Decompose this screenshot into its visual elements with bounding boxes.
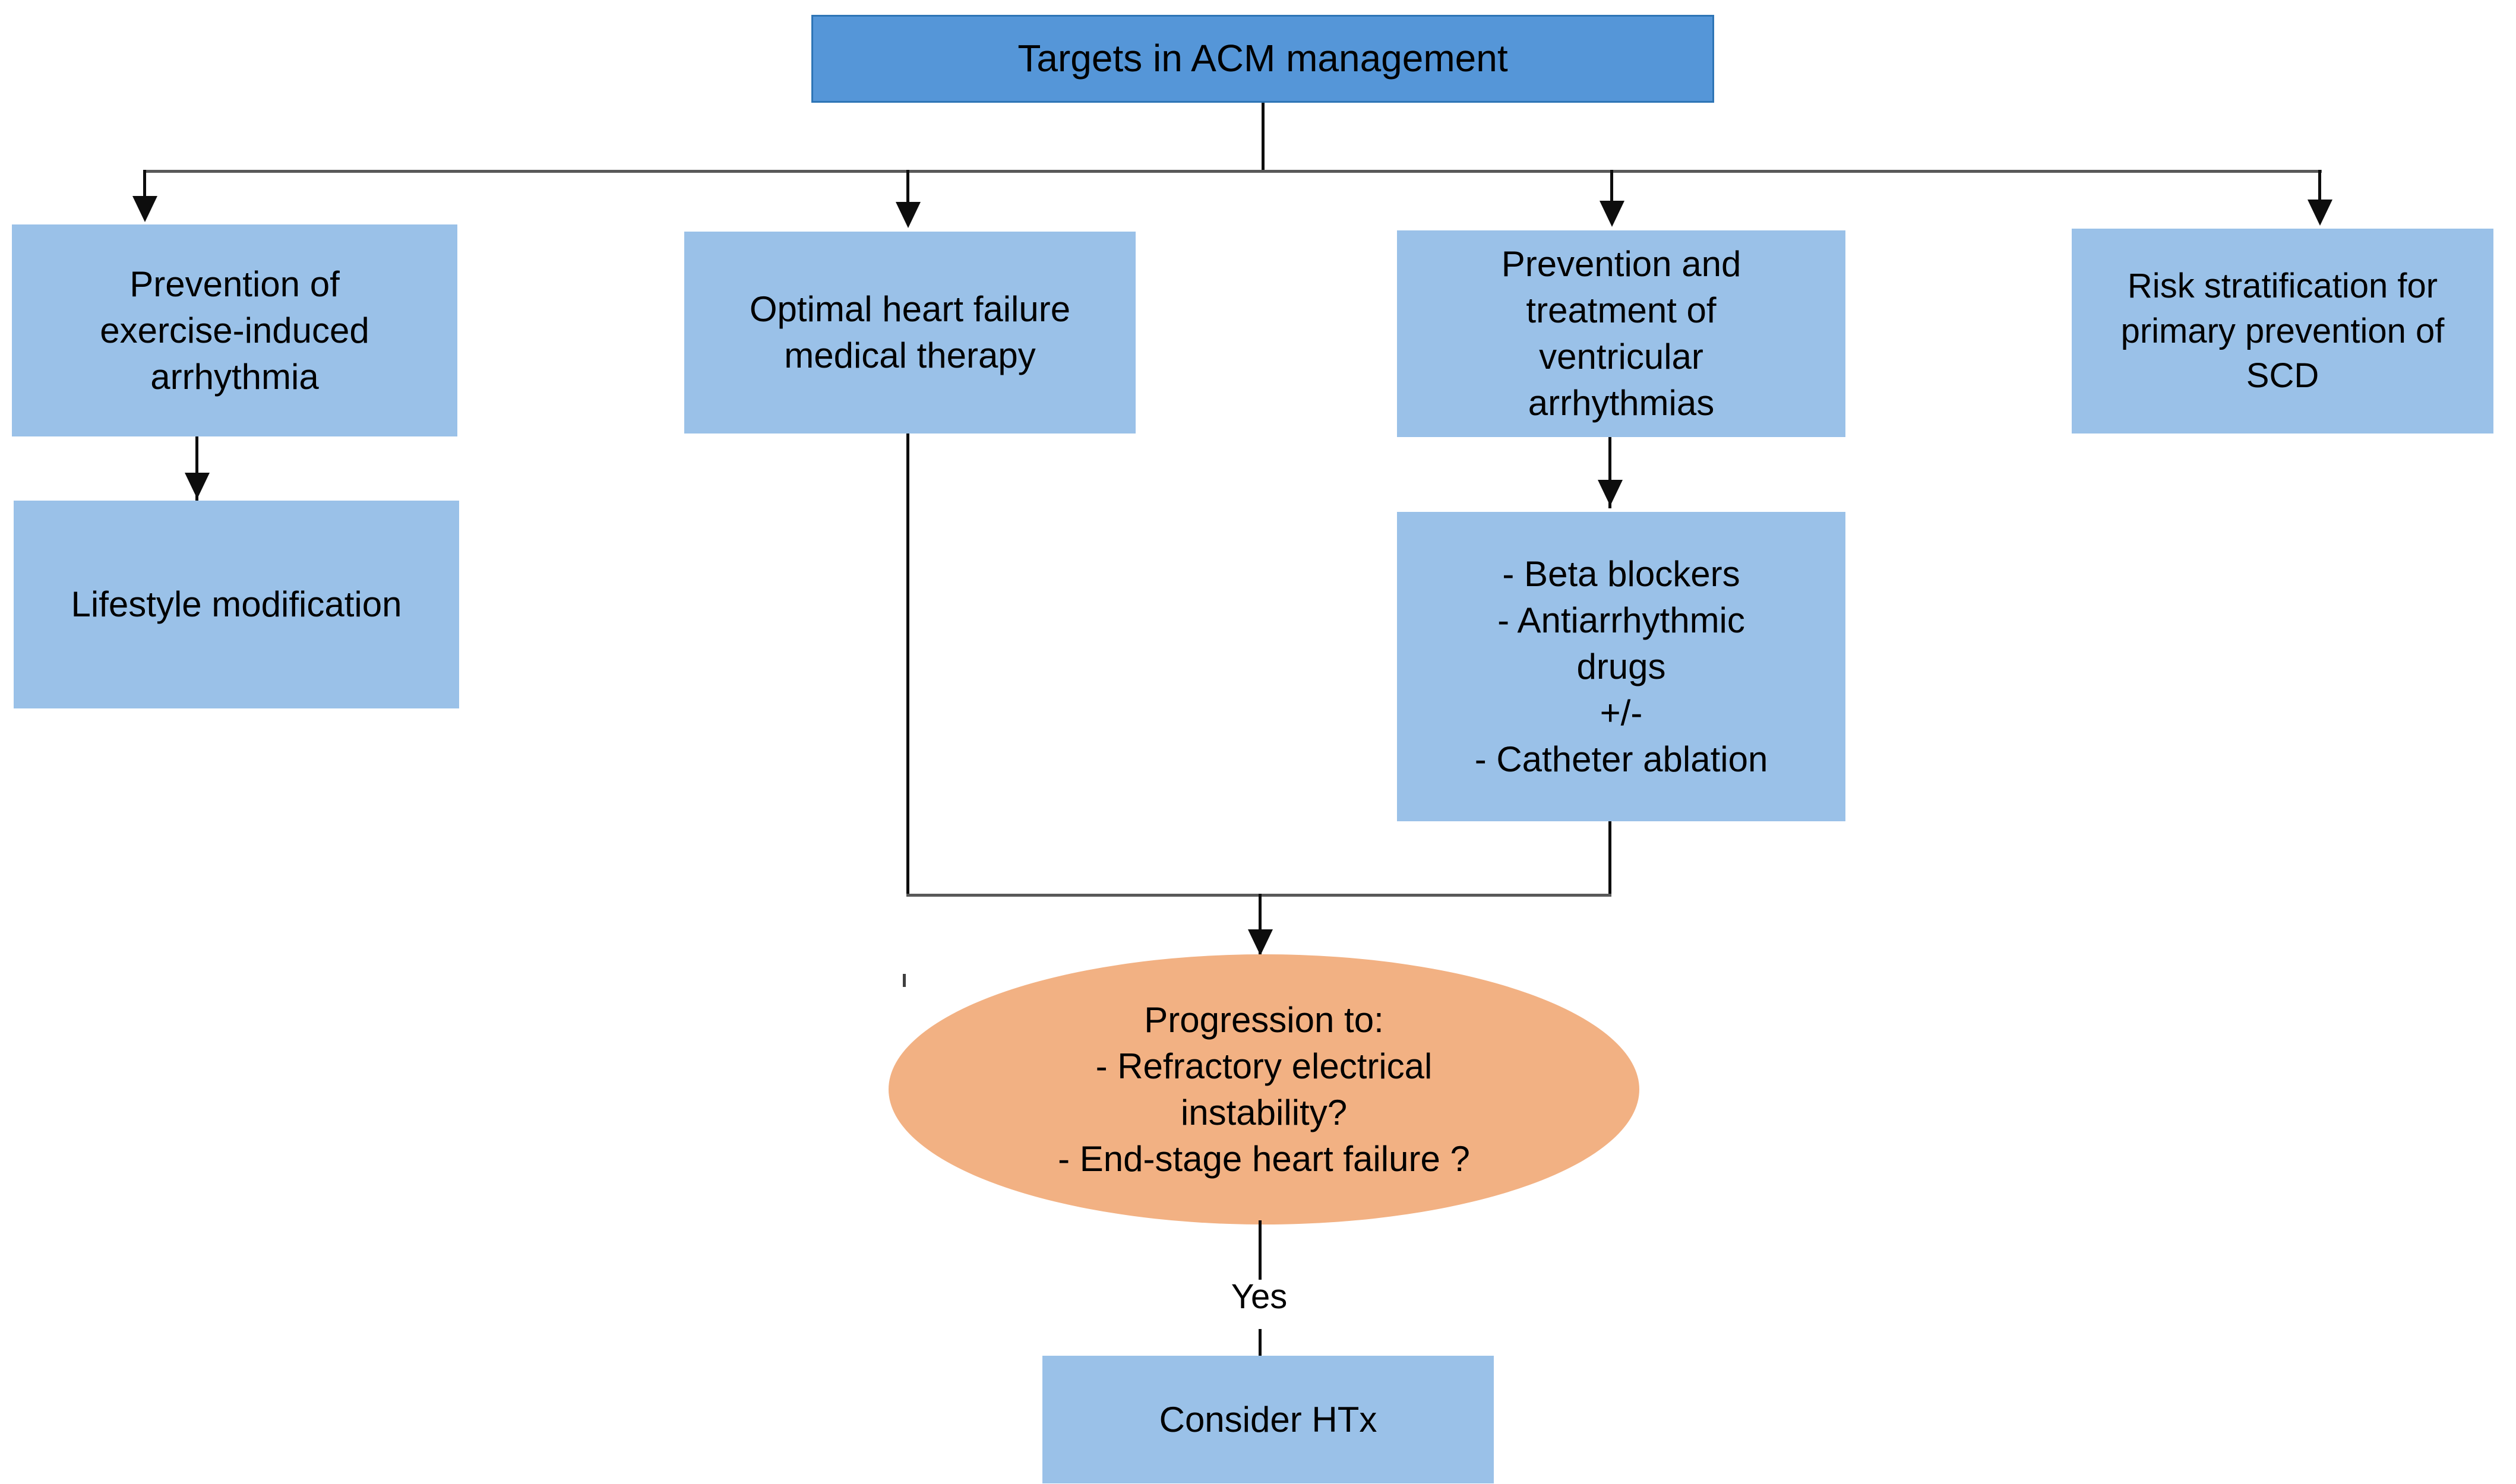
node-optimal-heart-failure-medical-therapy[interactable]: Optimal heart failure medical therapy: [684, 232, 1136, 434]
node-prevention-and-treatment-of-ventricular-arrhythmias[interactable]: Prevention and treatment of ventricular …: [1397, 230, 1845, 437]
connector-root-stem: [1262, 103, 1265, 173]
connector-branch-2-drop: [906, 170, 909, 223]
arrowhead-decision: [1248, 929, 1273, 955]
node-label: Prevention of exercise-induced arrhythmi…: [100, 264, 369, 397]
node-progression-decision[interactable]: Progression to: - Refractory electrical …: [889, 954, 1639, 1224]
arrowhead-lifestyle-modification: [185, 473, 210, 499]
node-va-treatments[interactable]: - Beta blockers - Antiarrhythmic drugs +…: [1397, 512, 1845, 821]
connector-to-va-treatments: [1608, 437, 1611, 508]
node-label: Progression to: - Refractory electrical …: [1058, 999, 1470, 1179]
arrowhead-branch-2: [896, 202, 921, 228]
connector-branch-1-drop: [143, 170, 146, 217]
connector-optimal-hf-riser: [906, 434, 909, 897]
node-label: Risk stratification for primary preventi…: [2120, 267, 2445, 395]
arrowhead-branch-1: [132, 196, 157, 222]
node-label: Lifestyle modification: [71, 584, 402, 624]
arrowhead-va-treatments: [1598, 480, 1623, 506]
node-prevention-of-exercise-induced-arrhythmia[interactable]: Prevention of exercise-induced arrhythmi…: [12, 224, 457, 436]
node-label: Targets in ACM management: [1017, 37, 1508, 80]
connector-decision-yes-upper: [1259, 1220, 1262, 1280]
connector-branch-3-drop: [1610, 170, 1613, 222]
arrowhead-branch-4: [2308, 200, 2332, 226]
node-consider-htx[interactable]: Consider HTx: [1042, 1356, 1494, 1483]
connector-distribution-bus: [143, 170, 2322, 173]
stray-tick-artifact: [903, 974, 906, 987]
node-label: Consider HTx: [1159, 1399, 1377, 1439]
node-label: - Beta blockers - Antiarrhythmic drugs +…: [1474, 553, 1768, 779]
node-label: Prevention and treatment of ventricular …: [1501, 244, 1741, 423]
connector-to-lifestyle-modification: [195, 436, 198, 502]
node-risk-stratification-for-primary-prevention-of-scd[interactable]: Risk stratification for primary preventi…: [2072, 229, 2493, 434]
node-targets-in-acm-management[interactable]: Targets in ACM management: [811, 15, 1714, 103]
node-lifestyle-modification[interactable]: Lifestyle modification: [14, 501, 459, 708]
connector-merge-to-decision: [1259, 894, 1262, 956]
node-label: Optimal heart failure medical therapy: [749, 289, 1071, 375]
arrowhead-branch-3: [1600, 201, 1624, 227]
connector-branch-4-drop: [2318, 170, 2321, 221]
connector-va-treatments-riser: [1608, 821, 1611, 897]
edge-label-yes: Yes: [1231, 1277, 1288, 1316]
